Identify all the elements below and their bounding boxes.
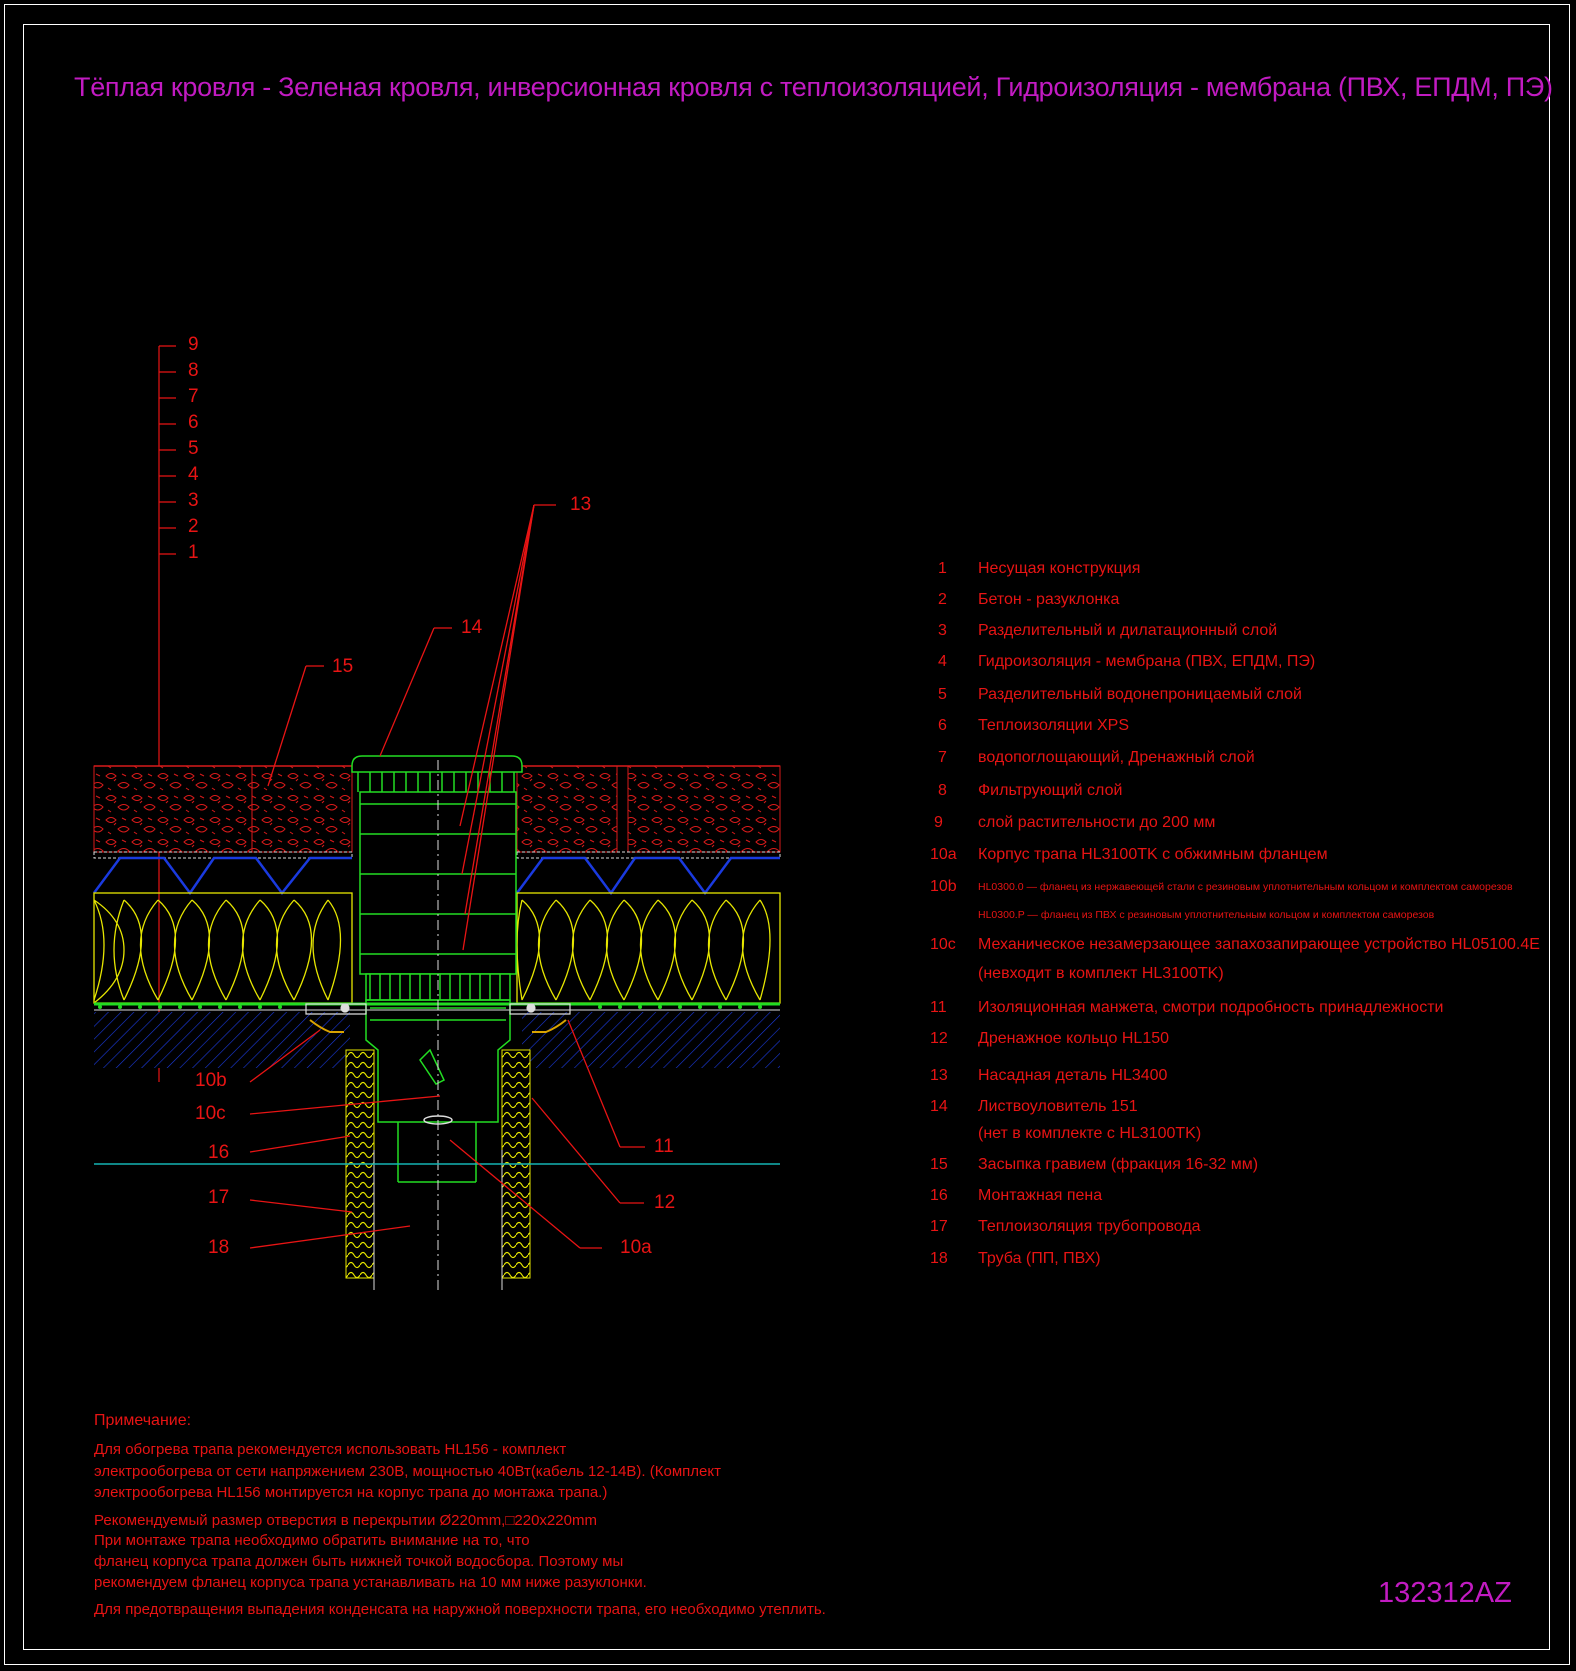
- drain-flange: [305, 1003, 571, 1033]
- note-line: электрообогрева от сети напряжением 230В…: [94, 1463, 721, 1480]
- legend-text: Листвоуловитель 151: [978, 1098, 1138, 1115]
- legend-num: 9: [934, 814, 943, 831]
- callout-15: 15: [332, 656, 354, 677]
- legend-num: 14: [930, 1098, 948, 1115]
- callout-18: 18: [208, 1237, 230, 1258]
- legend-num: 10b: [930, 878, 957, 895]
- callout-13: 13: [570, 494, 592, 515]
- note-line: фланец корпуса трапа должен быть нижней …: [94, 1553, 624, 1570]
- drawing-code: 132312AZ: [1378, 1577, 1512, 1609]
- legend-num: 12: [930, 1030, 948, 1047]
- legend-text: Несущая конструкция: [978, 560, 1141, 577]
- legend-num: 17: [930, 1218, 948, 1235]
- legend-text: водопоглощающий, Дренажный слой: [978, 749, 1255, 766]
- legend-num: 4: [938, 653, 947, 670]
- legend-num: 6: [938, 717, 947, 734]
- legend-num: 5: [938, 686, 947, 703]
- legend-text: Разделительный и дилатационный слой: [978, 622, 1278, 639]
- ruler-label-7: 7: [188, 386, 199, 407]
- legend-num: 10c: [930, 936, 956, 953]
- legend-num: 3: [938, 622, 947, 639]
- callout-11: 11: [654, 1136, 674, 1157]
- legend-num: 11: [930, 999, 947, 1016]
- ruler-label-2: 2: [188, 516, 199, 537]
- legend-num: 8: [938, 782, 947, 799]
- note-line: Для предотвращения выпадения конденсата …: [94, 1601, 826, 1618]
- callout-10c: 10c: [195, 1103, 226, 1124]
- legend-num: 15: [930, 1156, 948, 1173]
- legend-text: Насадная деталь HL3400: [978, 1067, 1168, 1084]
- note-line: Для обогрева трапа рекомендуется использ…: [94, 1441, 567, 1458]
- drawing-title: Тёплая кровля - Зеленая кровля, инверсио…: [74, 72, 1553, 102]
- note-line: электрообогрева HL156 монтируется на кор…: [94, 1484, 608, 1501]
- legend-text: HL0300.P — фланец из ПВХ с резиновым упл…: [978, 909, 1435, 921]
- ruler-label-5: 5: [188, 438, 199, 459]
- legend-text: Гидроизоляция - мембрана (ПВХ, ЕПДМ, ПЭ): [978, 653, 1316, 670]
- legend-num: 1: [938, 560, 947, 577]
- callout-16: 16: [208, 1142, 230, 1163]
- layer-ruler: [158, 345, 176, 1082]
- ruler-label-9: 9: [188, 334, 199, 355]
- legend-text: (невходит в комплект HL3100TK): [978, 965, 1224, 982]
- legend-text: Теплоизоляции XPS: [978, 717, 1129, 734]
- legend-text: Механическое незамерзающее запахозапираю…: [978, 936, 1540, 953]
- legend-text: слой растительности до 200 мм: [978, 814, 1216, 831]
- legend-num: 16: [930, 1187, 948, 1204]
- legend-text: Разделительный водонепроницаемый слой: [978, 686, 1302, 703]
- ruler-label-1: 1: [188, 542, 199, 563]
- callout-14: 14: [461, 617, 483, 638]
- note-line: При монтаже трапа необходимо обратить вн…: [94, 1532, 530, 1549]
- legend-text: Засыпка гравием (фракция 16-32 мм): [978, 1156, 1259, 1173]
- legend-text: HL0300.0 — фланец из нержавеющей стали с…: [978, 881, 1513, 893]
- ruler-label-8: 8: [188, 360, 199, 381]
- legend-num: 2: [938, 591, 947, 608]
- legend-text: Изоляционная манжета, смотри подробность…: [978, 999, 1444, 1016]
- legend-text: Теплоизоляция трубопровода: [978, 1218, 1201, 1235]
- note-line: Рекомендуемый размер отверстия в перекры…: [94, 1512, 597, 1529]
- legend-num: 13: [930, 1067, 948, 1084]
- ruler-label-4: 4: [188, 464, 199, 485]
- ruler-label-6: 6: [188, 412, 199, 433]
- legend-text: Бетон - разуклонка: [978, 591, 1120, 608]
- legend-text: Дренажное кольцо HL150: [978, 1030, 1170, 1047]
- legend-num: 7: [938, 749, 947, 766]
- outer-frame: [4, 4, 1570, 1665]
- drain-body: [351, 755, 523, 1183]
- drainage-layer: [92, 856, 780, 896]
- legend-num: 10a: [930, 846, 957, 863]
- notes-heading: Примечание:: [94, 1412, 192, 1429]
- legend-text: Корпус трапа HL3100TK с обжимным фланцем: [978, 846, 1328, 863]
- leader-lines: [249, 504, 645, 1249]
- legend-text: (нет в комплекте с HL3100TK): [978, 1125, 1202, 1142]
- inner-frame: [23, 24, 1550, 1650]
- callout-10b: 10b: [195, 1070, 227, 1091]
- callout-17: 17: [208, 1187, 230, 1208]
- callout-12: 12: [654, 1192, 676, 1213]
- legend-text: Фильтрующий слой: [978, 782, 1123, 799]
- callout-10a: 10a: [620, 1237, 652, 1258]
- ruler-label-3: 3: [188, 490, 199, 511]
- legend-text: Монтажная пена: [978, 1187, 1103, 1204]
- note-line: рекомендуем фланец корпуса трапа устанав…: [94, 1574, 647, 1591]
- legend-num: 18: [930, 1250, 948, 1267]
- legend-text: Труба (ПП, ПВХ): [978, 1250, 1101, 1267]
